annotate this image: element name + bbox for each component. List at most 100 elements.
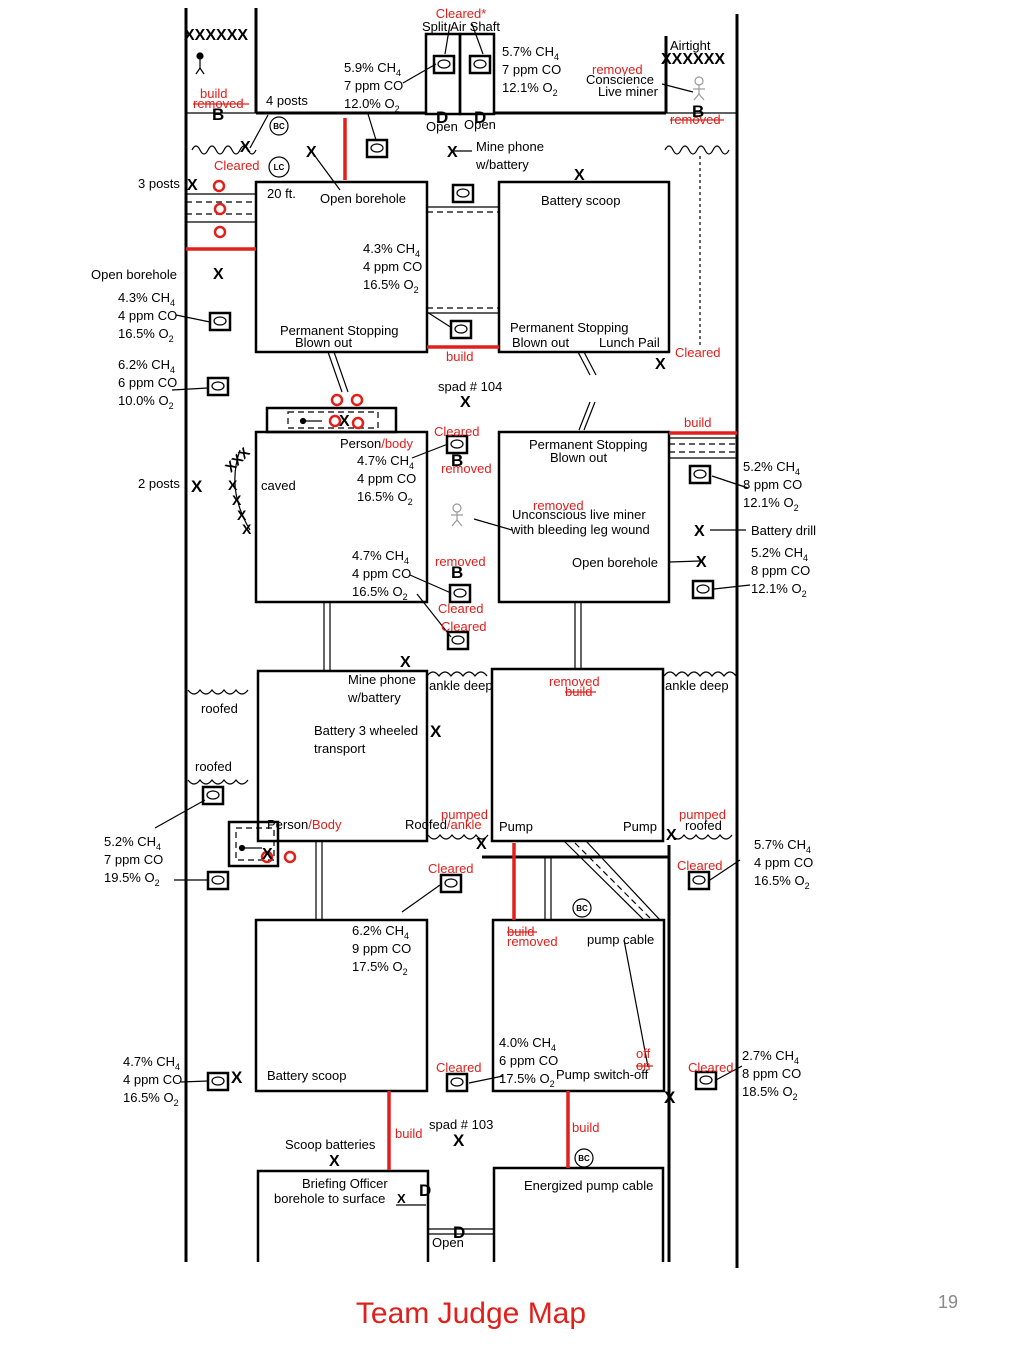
reading-o2: 19.5% O2 <box>104 870 160 888</box>
detector-icon <box>446 630 470 651</box>
x-marker: X <box>339 413 350 430</box>
open-label: Open <box>426 119 458 134</box>
pumped-label: pumped <box>441 807 488 822</box>
b-marker: B <box>212 105 224 124</box>
twenty-ft-label: 20 ft. <box>267 186 296 201</box>
reading-ch4: 6.2% CH4 <box>118 357 175 375</box>
x-marker: X <box>664 1088 676 1107</box>
pump-label: Pump <box>499 819 533 834</box>
page-title: Team Judge Map <box>356 1297 586 1330</box>
x-marker: X <box>397 1191 406 1206</box>
x-marker: X <box>447 144 458 161</box>
w-battery-label: w/battery <box>347 690 401 705</box>
lunch-pail-label: Lunch Pail <box>599 335 660 350</box>
x-marker: X <box>231 1068 243 1087</box>
detector-icon <box>694 1070 718 1091</box>
svg-text:XXXXXX: XXXXXX <box>184 27 248 44</box>
d-marker: D <box>419 1181 431 1200</box>
blown-out-label: Blown out <box>550 450 607 465</box>
red-rings <box>212 179 365 864</box>
b-marker: B <box>451 451 463 470</box>
removed-label: removed <box>533 498 584 513</box>
permanent-stopping-label: Permanent Stopping <box>510 320 629 335</box>
labels-row-4: Cleared Cleared build removed pump cable… <box>231 858 734 1250</box>
x-marker: X <box>213 266 224 283</box>
labels-top: Cleared* Split Air Shaft Airtight build … <box>138 6 724 208</box>
cleared-label: Cleared <box>675 345 721 360</box>
x-marker: X <box>655 356 666 373</box>
x-marker: X <box>430 722 442 741</box>
pump-switch-off-label: Pump switch-off <box>556 1067 649 1082</box>
reading-co: 4 ppm CO <box>118 308 177 323</box>
pumped-label: pumped <box>679 807 726 822</box>
red-lines <box>186 118 737 1170</box>
build-label: build <box>684 415 711 430</box>
person-icons <box>195 52 705 852</box>
reading-o2: 16.5% O2 <box>357 489 413 507</box>
reading-ch4: 5.7% CH4 <box>754 837 811 855</box>
labels-row-3: X Mine phone w/battery ankle deep ankle … <box>195 654 729 863</box>
build-label: build <box>572 1120 599 1135</box>
open-label: Open <box>464 117 496 132</box>
cleared-label: Cleared <box>441 619 487 634</box>
cleared-label: Cleared <box>214 158 260 173</box>
x-marker: X <box>666 827 677 844</box>
block-6 <box>490 667 665 843</box>
reading-ch4: 5.7% CH4 <box>502 44 559 62</box>
bc-marker: BC <box>273 122 285 131</box>
x-marker: X <box>262 846 273 863</box>
cleared-label: Cleared <box>438 601 484 616</box>
permanent-stopping-label: Permanent Stopping <box>529 437 648 452</box>
d-marker: D <box>453 1223 465 1242</box>
reading-co: 7 ppm CO <box>502 62 561 77</box>
off-label: off <box>636 1046 651 1061</box>
block-5 <box>256 669 429 843</box>
ankle-deep-label: ankle deep <box>665 678 729 693</box>
removed-label: removed <box>435 554 486 569</box>
x-marker: X <box>240 139 251 156</box>
mine-walls <box>184 8 739 1268</box>
removed-label: removed <box>549 674 600 689</box>
reading-co: 6 ppm CO <box>499 1053 558 1068</box>
reading-ch4: 5.2% CH4 <box>743 459 800 477</box>
bc-marker: BC <box>576 904 588 913</box>
svg-text:X: X <box>228 477 238 493</box>
posts-4-label: 4 posts <box>266 93 308 108</box>
reading-ch4: 4.3% CH4 <box>363 241 420 259</box>
conscience-label: Conscience <box>586 72 654 87</box>
labels-row-2: Person/body Cleared B removed Permanent … <box>138 424 816 634</box>
reading-o2: 12.1% O2 <box>743 495 799 513</box>
pump-label: Pump <box>623 819 657 834</box>
reading-ch4: 4.0% CH4 <box>499 1035 556 1053</box>
roofed-label: roofed <box>685 818 722 833</box>
unconscious-label: Unconscious live miner <box>512 507 646 522</box>
removed-label: removed <box>592 62 643 77</box>
overcasts <box>186 193 737 1235</box>
open-borehole-label: Open borehole <box>572 555 658 570</box>
spad-103-label: spad # 103 <box>429 1117 493 1132</box>
cleared-label: Cleared <box>436 1060 482 1075</box>
reading-o2: 16.5% O2 <box>754 873 810 891</box>
detector-icon <box>687 870 711 891</box>
detector-icon <box>688 464 712 485</box>
detector-icon <box>451 183 475 204</box>
reading-co: 6 ppm CO <box>118 375 177 390</box>
removed-label: removed <box>441 461 492 476</box>
caved-label: caved <box>261 478 296 493</box>
block-9 <box>256 1169 430 1262</box>
reading-co: 9 ppm CO <box>352 941 411 956</box>
reading-ch4: 5.9% CH4 <box>344 60 401 78</box>
d-marker: D <box>436 108 448 127</box>
unconscious-label-2: with bleeding leg wound <box>510 522 650 537</box>
detector-icon <box>691 579 715 600</box>
roofed-label: roofed <box>201 701 238 716</box>
cleared-label: Cleared <box>688 1060 734 1075</box>
